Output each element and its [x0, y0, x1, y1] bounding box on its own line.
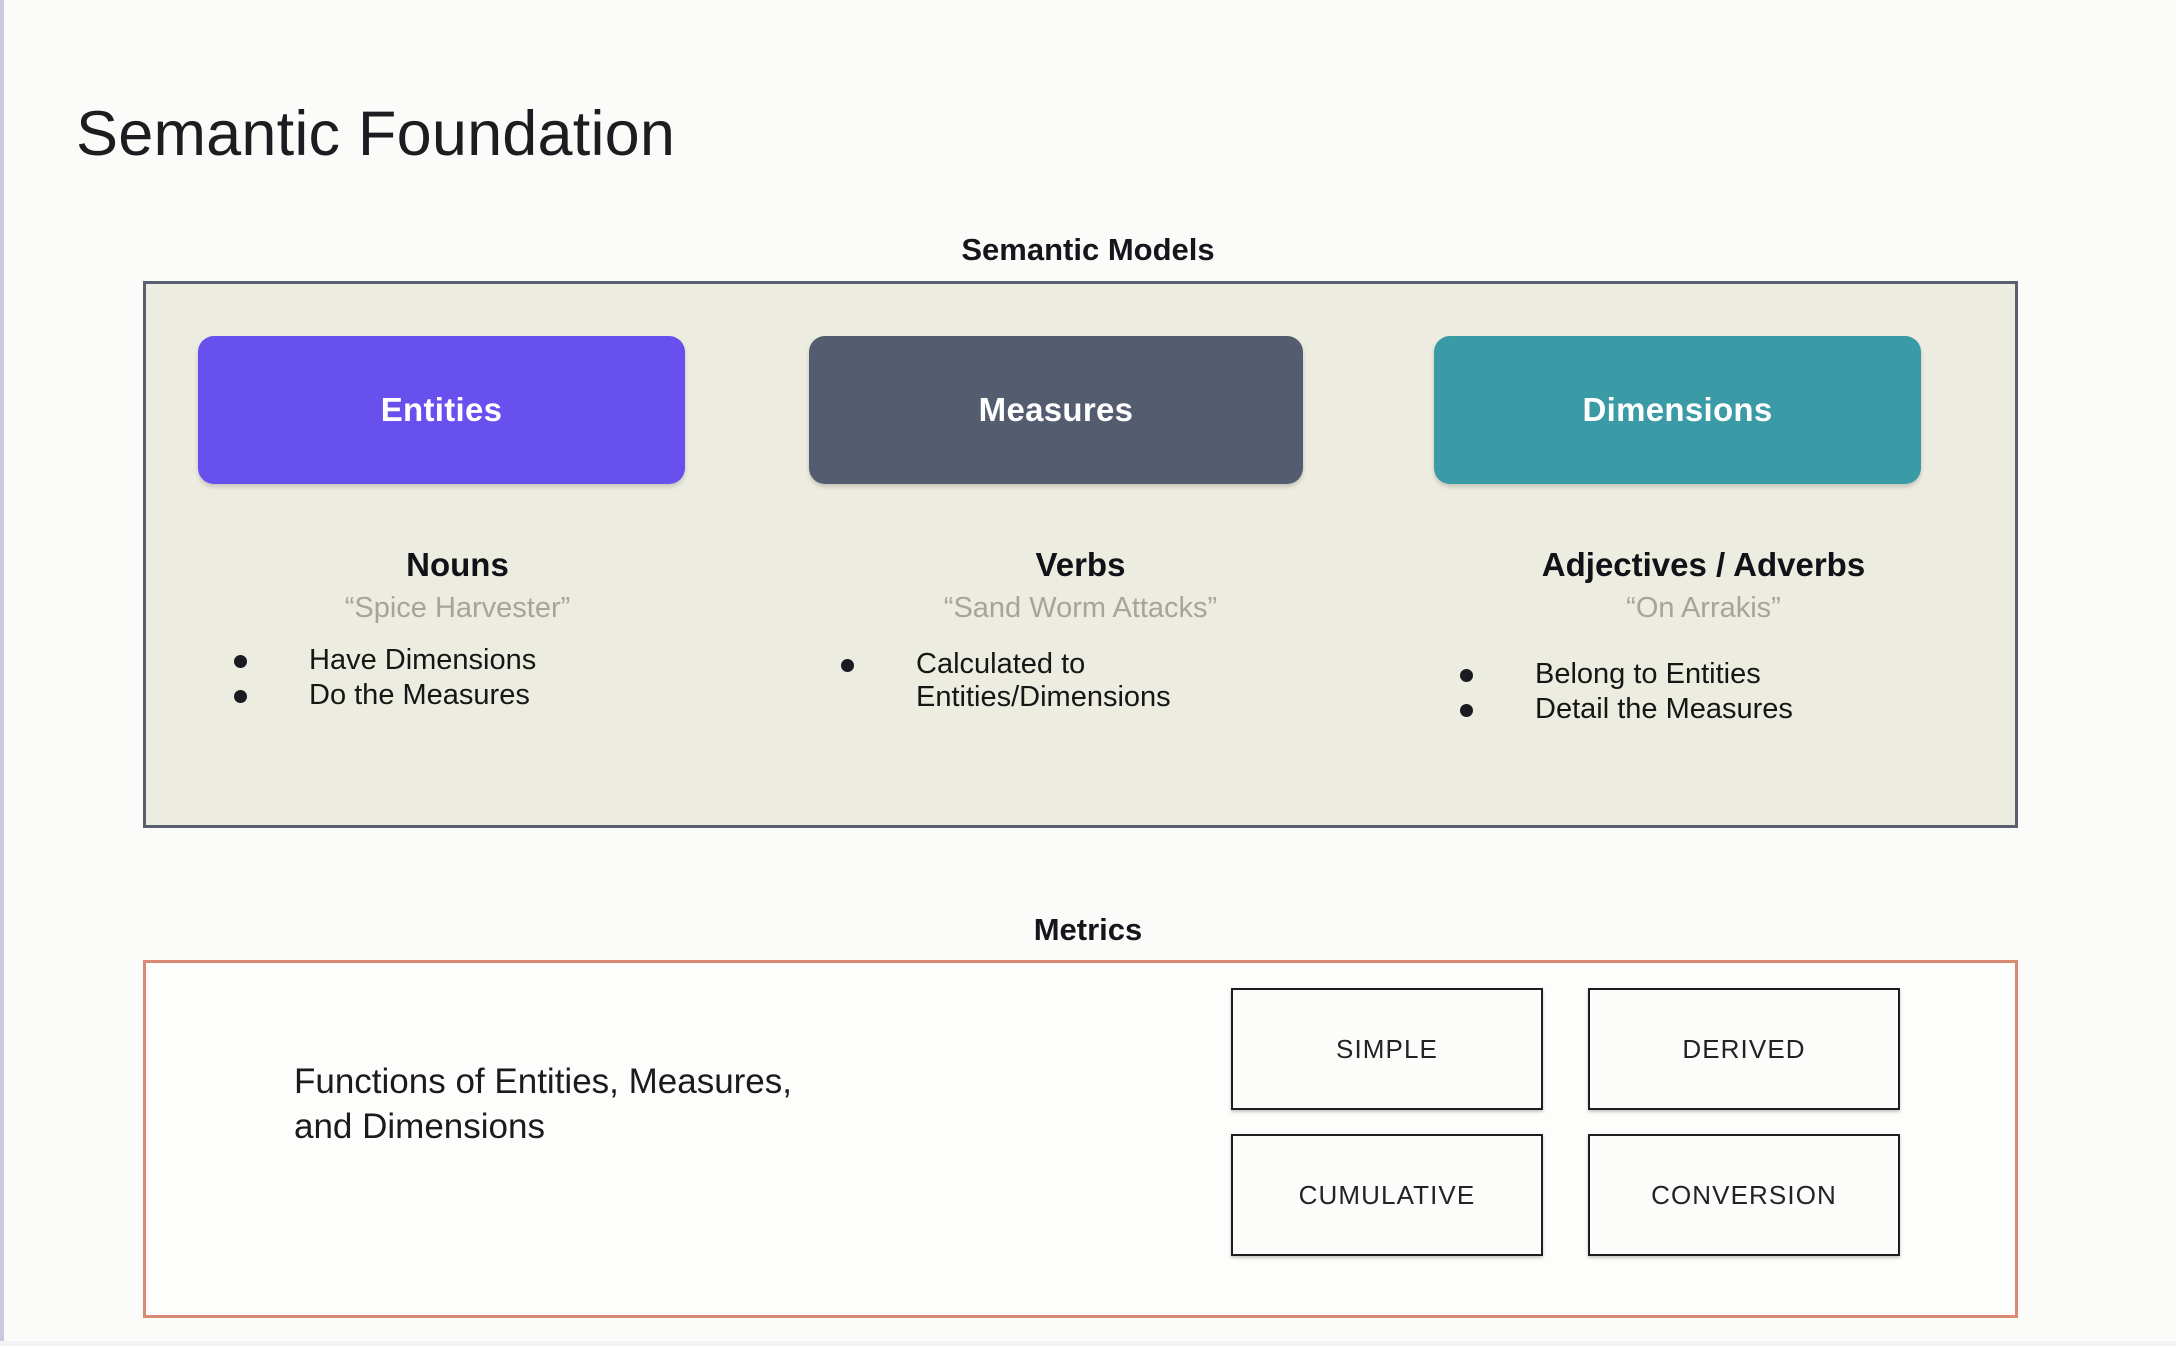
- semantic-column-dimensions: Dimensions Adjectives / Adverbs “On Arra…: [1392, 284, 2015, 825]
- list-item: Belong to Entities: [1460, 658, 1793, 691]
- example-quote-entities: “Spice Harvester”: [344, 592, 571, 624]
- bullet-dot-icon: [1460, 704, 1473, 718]
- metric-type-grid: SIMPLE DERIVED CUMULATIVE CONVERSION: [1231, 988, 1900, 1256]
- bullet-text: Calculated to Entities/Dimensions: [916, 648, 1171, 714]
- pill-measures[interactable]: Measures: [809, 336, 1303, 484]
- bullet-text: Detail the Measures: [1535, 693, 1793, 726]
- semantic-column-entities: Entities Nouns “Spice Harvester” Have Di…: [146, 284, 769, 825]
- metrics-panel: Functions of Entities, Measures, and Dim…: [143, 960, 2018, 1318]
- metric-type-cumulative[interactable]: CUMULATIVE: [1231, 1134, 1543, 1256]
- bullet-dot-icon: [234, 655, 247, 668]
- bottom-edge-strip: [0, 1341, 2176, 1346]
- example-quote-measures: “Sand Worm Attacks”: [943, 592, 1218, 624]
- list-item: Detail the Measures: [1460, 693, 1793, 726]
- bullet-text: Have Dimensions: [309, 644, 537, 676]
- bullet-list-dimensions: Belong to Entities Detail the Measures: [1460, 658, 1793, 728]
- bullet-list-measures: Calculated to Entities/Dimensions: [841, 648, 1171, 716]
- bullet-text: Belong to Entities: [1535, 658, 1761, 690]
- metrics-caption: Metrics: [1033, 912, 1143, 947]
- metric-type-conversion[interactable]: CONVERSION: [1588, 1134, 1900, 1256]
- bullet-text: Do the Measures: [309, 679, 530, 712]
- bullet-dot-icon: [1460, 669, 1473, 682]
- pill-dimensions[interactable]: Dimensions: [1434, 336, 1921, 484]
- semantic-models-columns: Entities Nouns “Spice Harvester” Have Di…: [146, 284, 2015, 825]
- part-of-speech-dimensions: Adjectives / Adverbs: [1541, 546, 1866, 583]
- metric-type-derived[interactable]: DERIVED: [1588, 988, 1900, 1110]
- page-title: Semantic Foundation: [76, 99, 676, 170]
- semantic-models-caption: Semantic Models: [961, 232, 1215, 267]
- list-item: Have Dimensions: [234, 644, 536, 677]
- example-quote-dimensions: “On Arrakis”: [1626, 592, 1781, 624]
- left-edge-strip: [0, 0, 4, 1346]
- bullet-dot-icon: [841, 659, 854, 672]
- bullet-list-entities: Have Dimensions Do the Measures: [234, 644, 536, 714]
- metrics-description: Functions of Entities, Measures, and Dim…: [294, 1062, 792, 1146]
- list-item: Do the Measures: [234, 679, 536, 712]
- semantic-models-panel: Entities Nouns “Spice Harvester” Have Di…: [143, 281, 2018, 828]
- semantic-column-measures: Measures Verbs “Sand Worm Attacks” Calcu…: [769, 284, 1392, 825]
- pill-entities[interactable]: Entities: [198, 336, 685, 484]
- list-item: Calculated to Entities/Dimensions: [841, 648, 1171, 714]
- bullet-dot-icon: [234, 690, 247, 704]
- metric-type-simple[interactable]: SIMPLE: [1231, 988, 1543, 1110]
- part-of-speech-measures: Verbs: [1035, 546, 1126, 583]
- part-of-speech-entities: Nouns: [406, 546, 509, 583]
